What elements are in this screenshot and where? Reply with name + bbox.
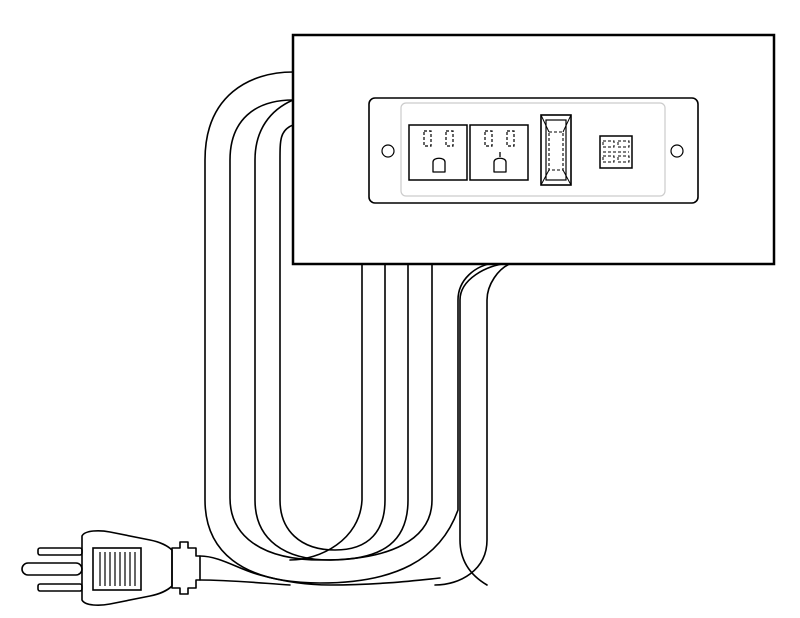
plug-ground-prong	[21, 562, 83, 576]
screw-hole-left	[381, 144, 395, 158]
cord-loop-3-edge	[289, 261, 363, 561]
plug-icon	[21, 530, 201, 606]
power-cord	[199, 71, 513, 586]
cord-lead-top	[199, 555, 441, 586]
plug-grip	[92, 547, 142, 591]
cord-outer-edge	[204, 71, 496, 584]
rectangle-housing	[291, 33, 776, 266]
cord-strand-a	[459, 262, 511, 586]
power-outlet-icon	[408, 124, 468, 181]
data-jack-icon	[599, 135, 633, 169]
plug-grip-lines	[99, 552, 136, 586]
plug-prong-bottom	[37, 583, 83, 592]
screw-hole-right	[670, 144, 684, 158]
cord-strand-b	[434, 262, 513, 586]
plug-strain-relief	[171, 541, 201, 595]
plug-prong-top	[37, 547, 83, 556]
usb-port-icon	[540, 114, 572, 186]
cord-loop-2-inner-edge	[279, 124, 386, 551]
cord-outer-inner-edge	[229, 99, 433, 561]
power-outlet-icon	[469, 124, 529, 181]
cord-lead-bottom	[199, 579, 291, 586]
faceplate-inner-panel	[400, 102, 666, 197]
cord-loop-2-edge	[254, 99, 409, 561]
